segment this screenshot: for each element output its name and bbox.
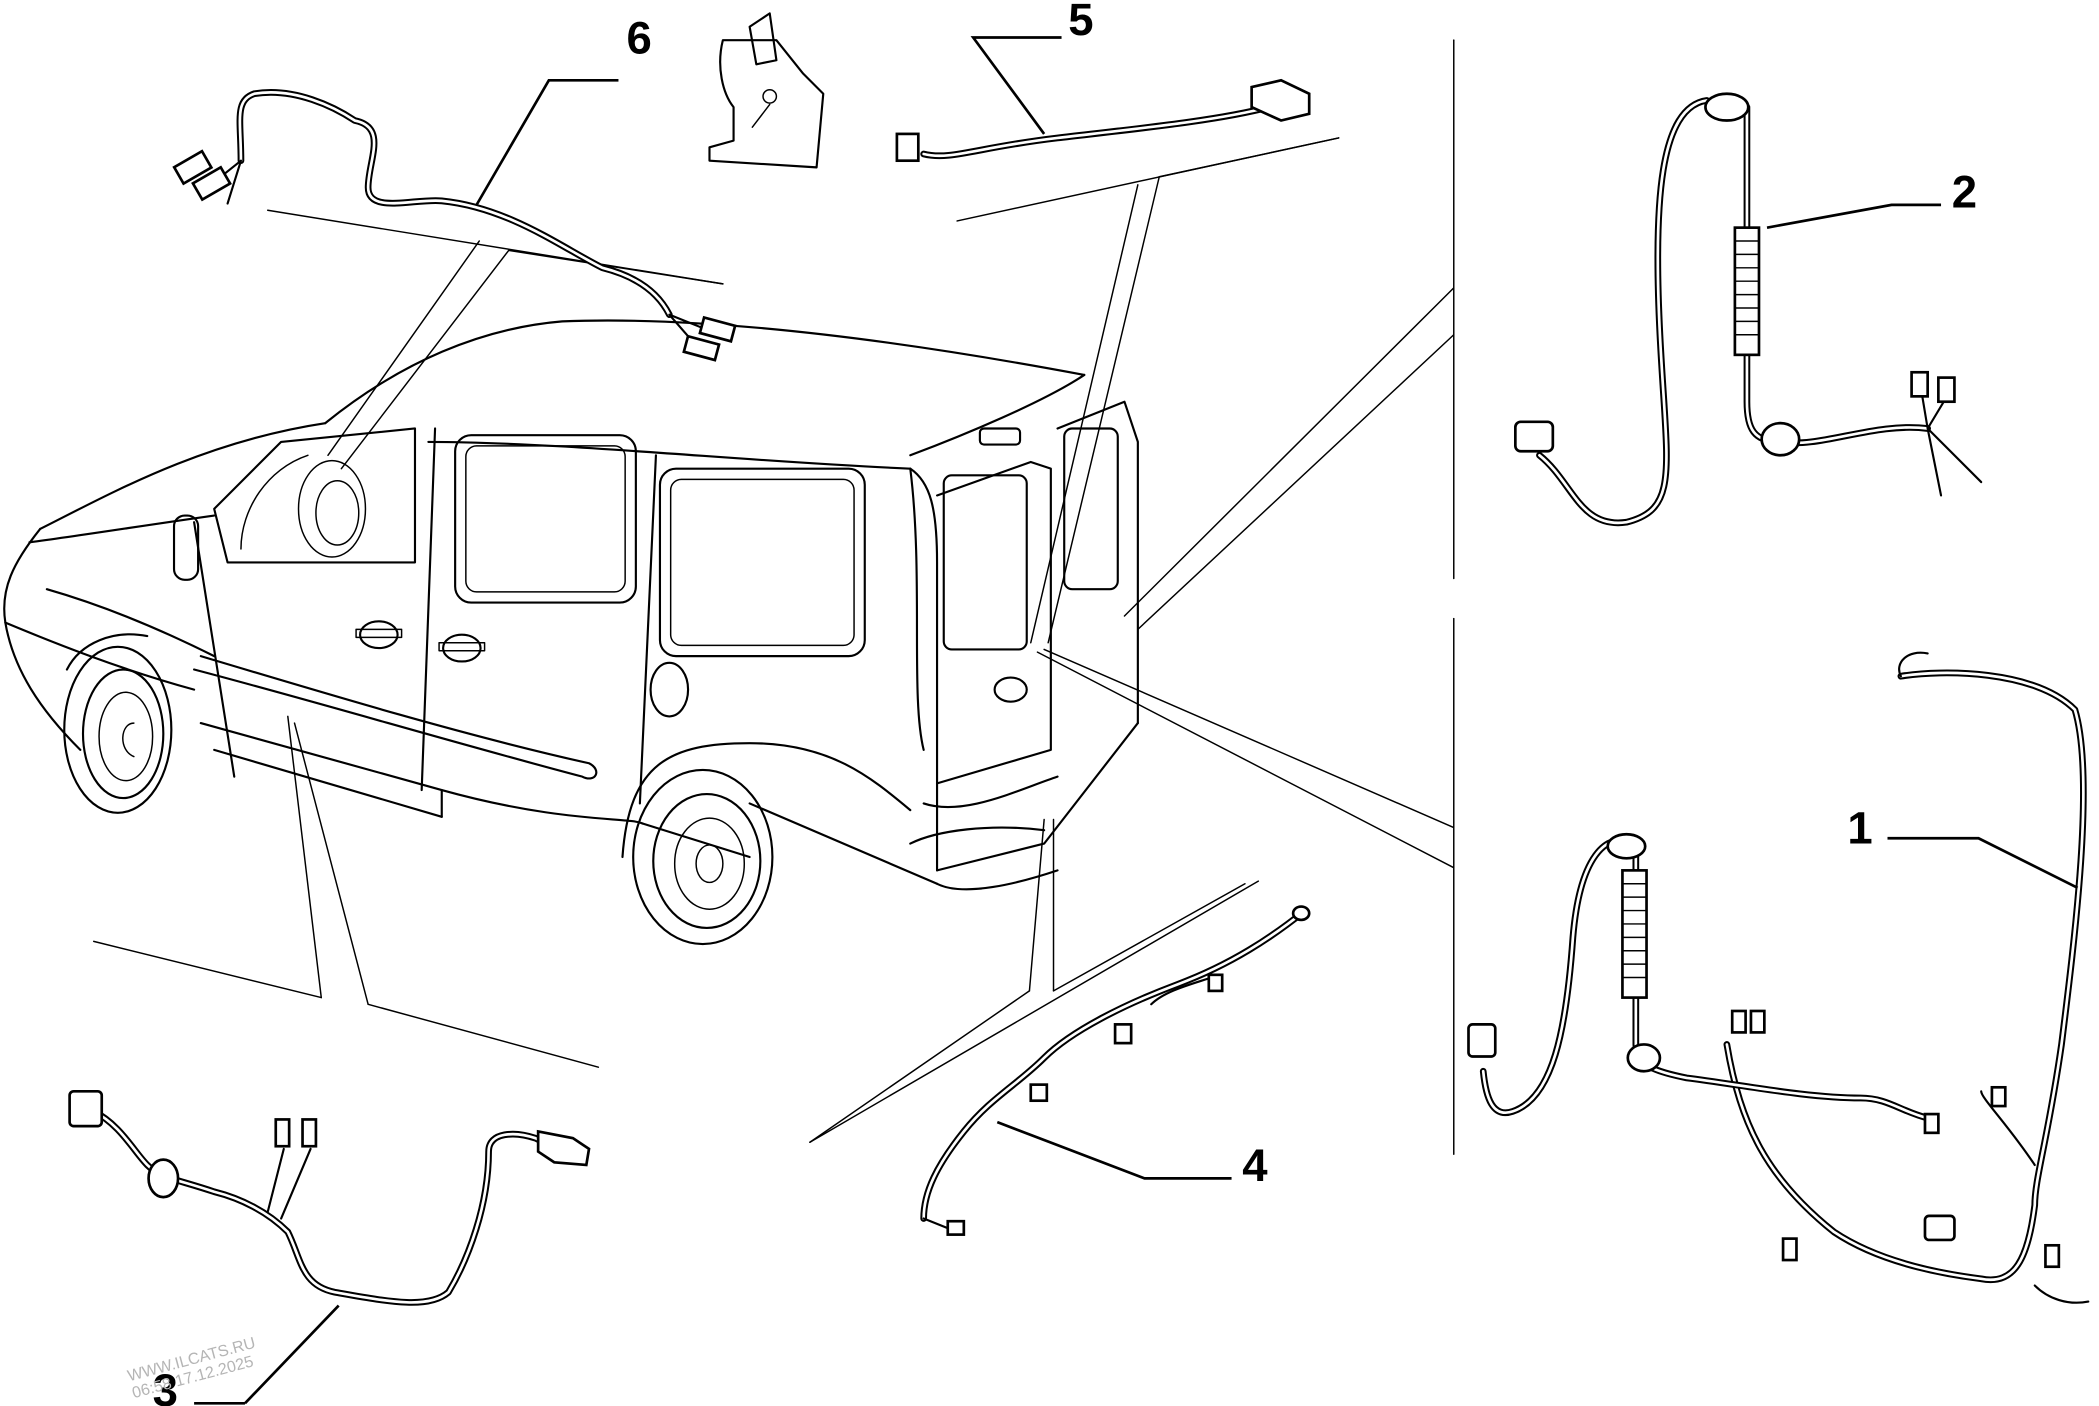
callout-1-label: 1 xyxy=(1847,803,1872,854)
callout-3-label: 3 xyxy=(153,1365,178,1406)
callout-2[interactable]: 2 xyxy=(1766,167,1977,229)
part-4-harness xyxy=(920,905,1311,1236)
part-1-harness xyxy=(1467,651,2090,1304)
part-2-harness xyxy=(1514,92,1983,527)
door-lock-part xyxy=(708,12,825,169)
watermark: WWW.ILCATS.RU 06:58 17.12.2025 xyxy=(126,1334,258,1402)
callout-2-label: 2 xyxy=(1952,167,1977,218)
callout-6-label: 6 xyxy=(626,13,651,64)
callout-6[interactable]: 6 xyxy=(475,13,652,206)
part-5-harness xyxy=(895,78,1311,163)
callout-1[interactable]: 1 xyxy=(1847,803,2079,889)
callout-4-label: 4 xyxy=(1242,1140,1268,1191)
callout-4[interactable]: 4 xyxy=(996,1120,1268,1191)
callout-5[interactable]: 5 xyxy=(970,0,1094,135)
callout-5-label: 5 xyxy=(1068,0,1093,45)
part-6-harness xyxy=(172,89,737,362)
leader-lines xyxy=(92,39,1455,1155)
van-illustration xyxy=(3,319,1139,946)
callout-3[interactable]: 3 xyxy=(153,1304,340,1406)
part-3-harness xyxy=(68,1089,591,1306)
